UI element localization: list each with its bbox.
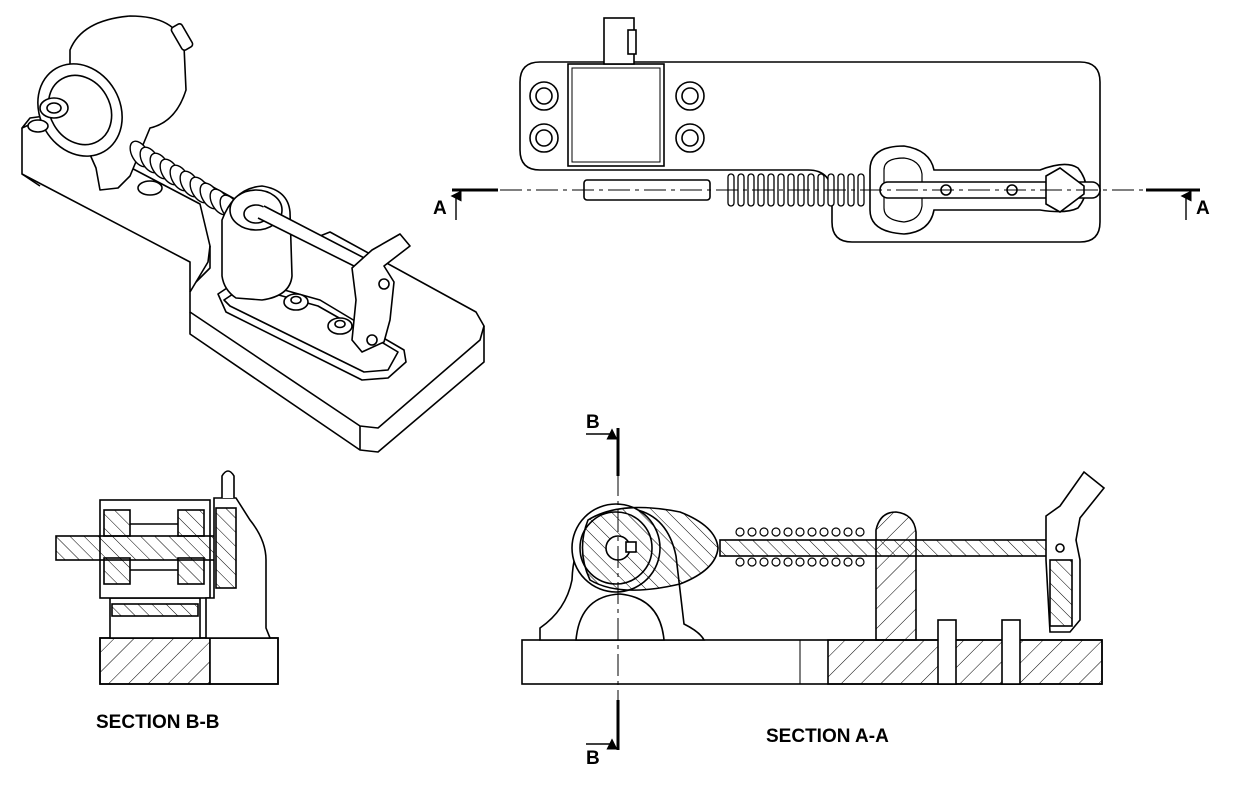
- section-b-base: [99, 637, 211, 685]
- section-a-markers: [450, 188, 1200, 220]
- section-a-left-label: A: [433, 198, 447, 219]
- section-b-caption: SECTION B-B: [96, 712, 220, 733]
- top-cam-block: [567, 63, 665, 167]
- isometric-view: [21, 15, 485, 453]
- section-b-top-label: B: [586, 412, 600, 433]
- section-b-markers: [586, 428, 620, 750]
- section-a-caption: SECTION A-A: [766, 726, 889, 747]
- section-a-view: [521, 438, 1106, 730]
- iso-spring: [129, 140, 241, 222]
- top-bolts: [529, 81, 705, 153]
- top-view: [500, 17, 1150, 243]
- section-a-right-label: A: [1196, 198, 1210, 219]
- section-a-spring: [735, 527, 865, 567]
- section-a-cam: [581, 506, 719, 591]
- section-b-view: [55, 470, 279, 685]
- section-b-shaft: [55, 535, 241, 561]
- iso-lever: [351, 233, 411, 353]
- section-a-post: [875, 511, 917, 641]
- section-b-bottom-label: B: [586, 748, 600, 769]
